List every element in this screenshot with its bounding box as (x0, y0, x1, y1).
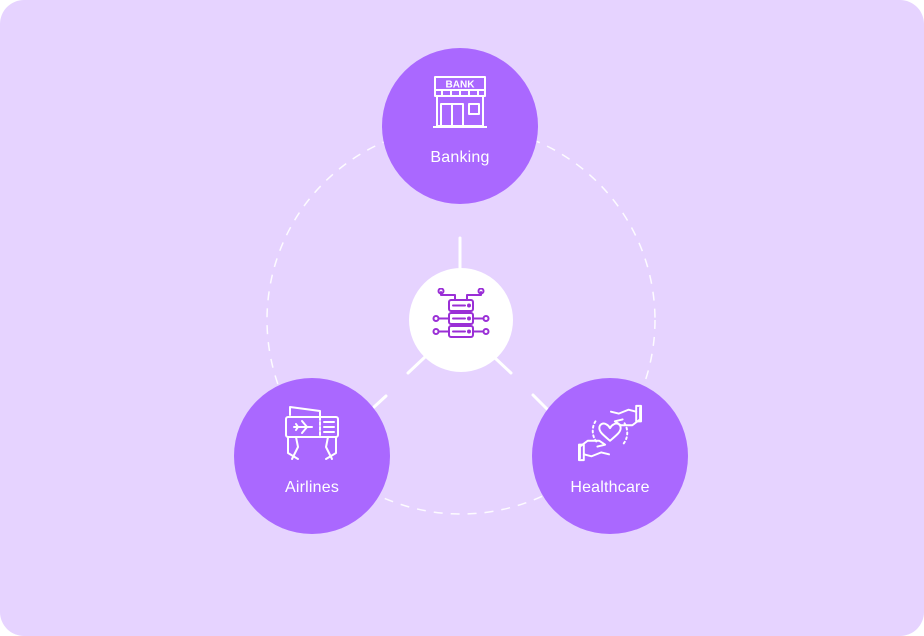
connector-hub-healthcare (493, 356, 513, 375)
node-label-banking: Banking (430, 149, 490, 166)
bank-building-icon: BANK (428, 71, 492, 135)
node-airlines: Airlines (234, 378, 390, 534)
hands-heart-icon (578, 401, 642, 465)
connector-hub-airlines-outer (372, 394, 388, 409)
boarding-pass-icon (280, 401, 344, 465)
node-banking: BANK Banking (382, 48, 538, 204)
node-healthcare: Healthcare (532, 378, 688, 534)
orbit-ring (266, 125, 656, 515)
connector-hub-healthcare-outer (531, 393, 549, 411)
hub-node (409, 268, 513, 372)
svg-text:BANK: BANK (446, 80, 476, 91)
connector-hub-airlines (406, 355, 427, 375)
node-label-airlines: Airlines (284, 479, 340, 496)
node-label-healthcare: Healthcare (570, 479, 650, 496)
server-network-icon (431, 287, 491, 353)
